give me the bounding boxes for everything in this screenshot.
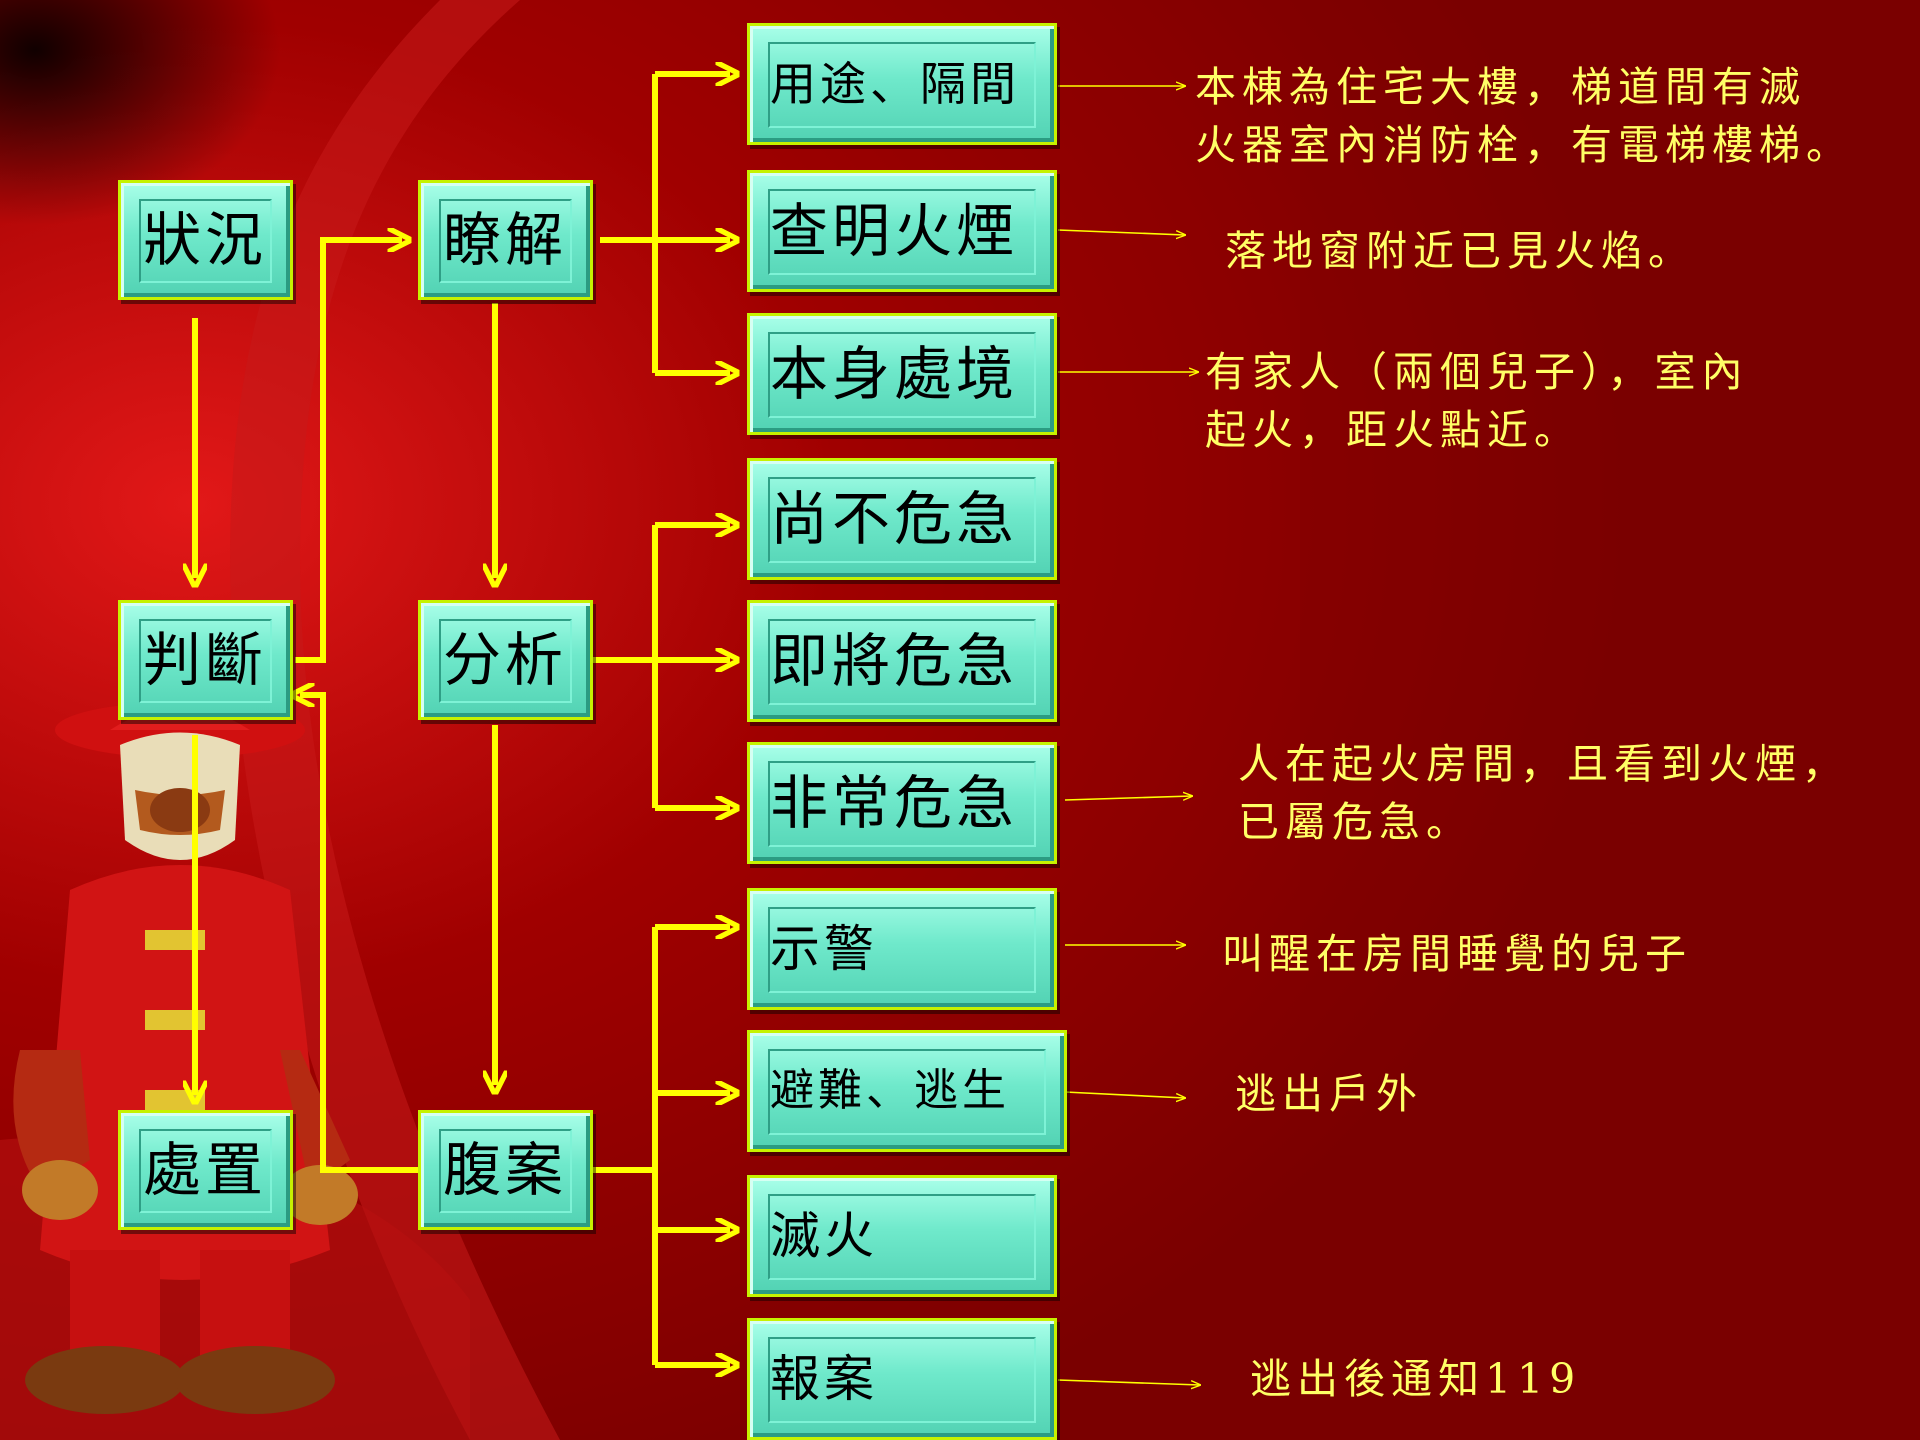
note-report: 逃出後通知119 [1250, 1350, 1581, 1408]
note-position: 有家人（兩個兒子），室內 起火，距火點近。 [1205, 343, 1749, 459]
box-situation: 狀況 [118, 180, 293, 300]
box-own-position-label: 本身處境 [770, 340, 1019, 408]
box-plan: 腹案 [418, 1110, 593, 1230]
box-imminent: 即將危急 [747, 600, 1057, 722]
firefighter-character-illustration [13, 702, 358, 1414]
box-response: 處置 [118, 1110, 293, 1230]
note-critical: 人在起火房間，且看到火煙， 已屬危急。 [1238, 735, 1849, 851]
box-situation-label: 狀況 [143, 206, 268, 274]
box-extinguish-label: 滅火 [770, 1207, 878, 1265]
box-usage-layout: 用途、隔間 [747, 23, 1057, 145]
box-judgment: 判斷 [118, 600, 293, 720]
box-not-urgent-label: 尚不危急 [770, 485, 1019, 553]
box-analyze: 分析 [418, 600, 593, 720]
note-report-line1: 逃出後通知119 [1250, 1355, 1582, 1403]
box-own-position: 本身處境 [747, 313, 1057, 435]
note-usage-line1: 本棟為住宅大樓，梯道間有滅 [1195, 63, 1806, 111]
box-understand-label: 瞭解 [443, 206, 568, 274]
box-judgment-label: 判斷 [143, 626, 268, 694]
box-response-label: 處置 [143, 1136, 268, 1204]
note-position-line2: 起火，距火點近。 [1205, 406, 1581, 454]
box-report-label: 報案 [770, 1350, 878, 1408]
note-smoke-line1: 落地窗附近已見火焰。 [1225, 227, 1695, 275]
note-critical-line2: 已屬危急。 [1238, 798, 1473, 846]
box-not-urgent: 尚不危急 [747, 458, 1057, 580]
box-understand: 瞭解 [418, 180, 593, 300]
box-evacuate-label: 避難、逃生 [770, 1065, 1010, 1116]
note-critical-line1: 人在起火房間，且看到火煙， [1238, 740, 1849, 788]
note-warn-line1: 叫醒在房間睡覺的兒子 [1222, 930, 1692, 978]
note-smoke: 落地窗附近已見火焰。 [1225, 222, 1695, 280]
note-evacuate: 逃出戶外 [1235, 1065, 1423, 1123]
box-check-smoke-label: 查明火煙 [770, 197, 1019, 265]
note-evacuate-line1: 逃出戶外 [1235, 1070, 1423, 1118]
note-warn: 叫醒在房間睡覺的兒子 [1222, 925, 1692, 983]
note-position-line1: 有家人（兩個兒子），室內 [1205, 348, 1749, 396]
box-usage-layout-label: 用途、隔間 [770, 57, 1020, 111]
box-report: 報案 [747, 1318, 1057, 1440]
box-analyze-label: 分析 [443, 626, 568, 694]
box-warn-label: 示警 [770, 920, 878, 978]
box-imminent-label: 即將危急 [770, 627, 1019, 695]
box-extinguish: 滅火 [747, 1175, 1057, 1297]
box-evacuate: 避難、逃生 [747, 1030, 1067, 1152]
box-critical-label: 非常危急 [770, 769, 1019, 837]
box-warn: 示警 [747, 888, 1057, 1010]
note-usage: 本棟為住宅大樓，梯道間有滅 火器室內消防栓，有電梯樓梯。 [1195, 58, 1853, 174]
note-usage-line2: 火器室內消防栓，有電梯樓梯。 [1195, 121, 1853, 169]
box-check-smoke: 查明火煙 [747, 170, 1057, 292]
box-critical: 非常危急 [747, 742, 1057, 864]
box-plan-label: 腹案 [443, 1136, 568, 1204]
